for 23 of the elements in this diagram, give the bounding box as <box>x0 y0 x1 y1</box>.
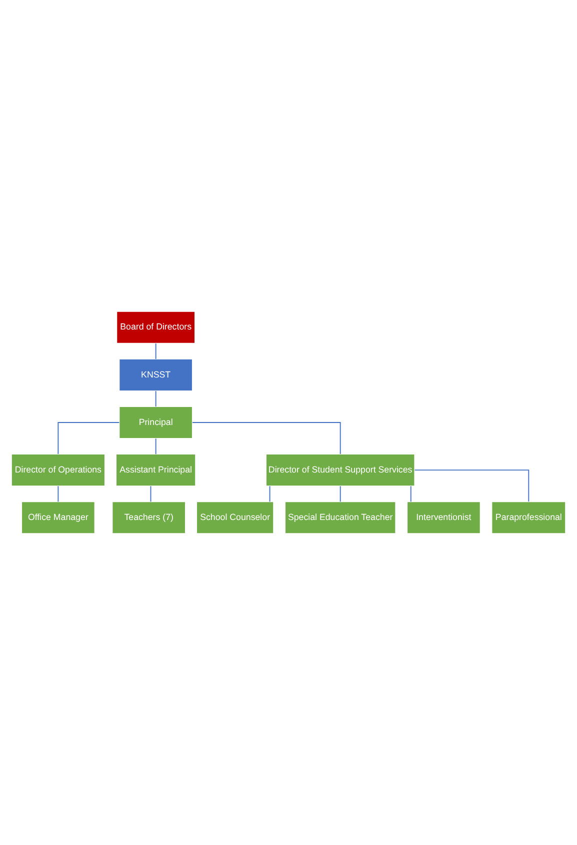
connector <box>410 486 412 502</box>
connector <box>269 486 270 502</box>
connector <box>155 343 156 360</box>
connector <box>414 470 530 502</box>
node-box: Interventionist <box>406 501 480 534</box>
connector <box>155 438 156 455</box>
node-box: Assistant Principal <box>116 454 196 486</box>
connector <box>340 486 341 502</box>
node-box: KNSST <box>119 358 193 392</box>
connector <box>58 486 59 502</box>
connector <box>155 390 156 408</box>
connector <box>192 422 341 454</box>
node-box: Office Manager <box>21 501 95 534</box>
node-box: Board of Directors <box>116 311 196 344</box>
node-box: Director of Operations <box>11 454 106 486</box>
node-box: Director of Student Support Services <box>266 454 415 486</box>
node-box: Principal <box>119 406 193 439</box>
connector <box>150 486 152 502</box>
node-box: Paraprofessional <box>492 501 566 534</box>
node-box: Special Education Teacher <box>284 501 396 534</box>
node-box: School Counselor <box>196 501 274 534</box>
node-box: Teachers (7) <box>112 501 186 534</box>
connector <box>58 422 120 454</box>
